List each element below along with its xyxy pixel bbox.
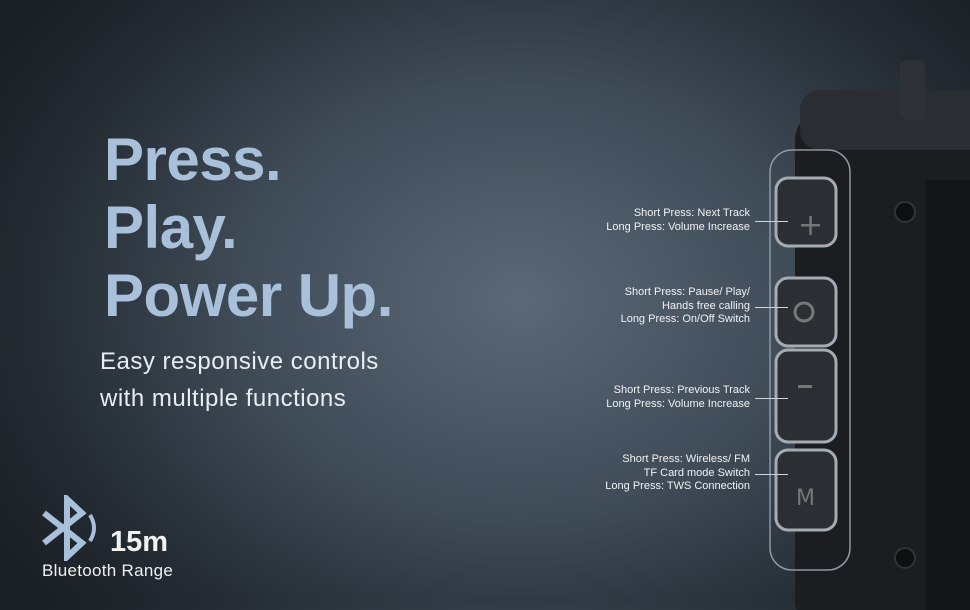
headline-line-3: Power Up.	[104, 262, 393, 329]
headline-line-1: Press.	[104, 126, 282, 193]
callout-next-track: Short Press: Next Track Long Press: Volu…	[606, 207, 750, 234]
callout-text: Long Press: Volume Increase	[606, 220, 750, 233]
callout-text: Short Press: Wireless/ FM	[622, 453, 750, 465]
callout-text: Long Press: On/Off Switch	[620, 313, 750, 325]
headline-line-2: Play.	[104, 194, 238, 261]
svg-text:M: M	[796, 486, 815, 511]
subheadline-line-2: with multiple functions	[100, 385, 347, 412]
bluetooth-range-value: 15m	[110, 526, 169, 558]
callout-text: Short Press: Next Track	[633, 207, 750, 219]
callout-text: TF Card mode Switch	[643, 466, 750, 479]
callout-line	[755, 221, 788, 222]
svg-text:+: +	[798, 208, 823, 243]
callout-text: Long Press: TWS Connection	[605, 480, 750, 492]
callout-line	[755, 307, 788, 308]
bluetooth-icon	[42, 495, 96, 561]
callout-text: Hands free calling	[661, 299, 750, 312]
callout-mode: Short Press: Wireless/ FM TF Card mode S…	[605, 453, 750, 494]
callout-text: Short Press: Previous Track	[613, 384, 750, 396]
callout-line	[755, 398, 788, 399]
bluetooth-range-label: Bluetooth Range	[42, 561, 174, 580]
callout-text: Long Press: Volume Increase	[606, 397, 750, 410]
callout-previous-track: Short Press: Previous Track Long Press: …	[606, 384, 750, 411]
callout-line	[755, 474, 788, 475]
callout-pause-play: Short Press: Pause/ Play/ Hands free cal…	[621, 286, 750, 327]
callout-text: Short Press: Pause/ Play/	[624, 286, 750, 298]
speaker-image: + M	[769, 60, 970, 610]
subheadline-line-1: Easy responsive controls	[100, 348, 379, 375]
